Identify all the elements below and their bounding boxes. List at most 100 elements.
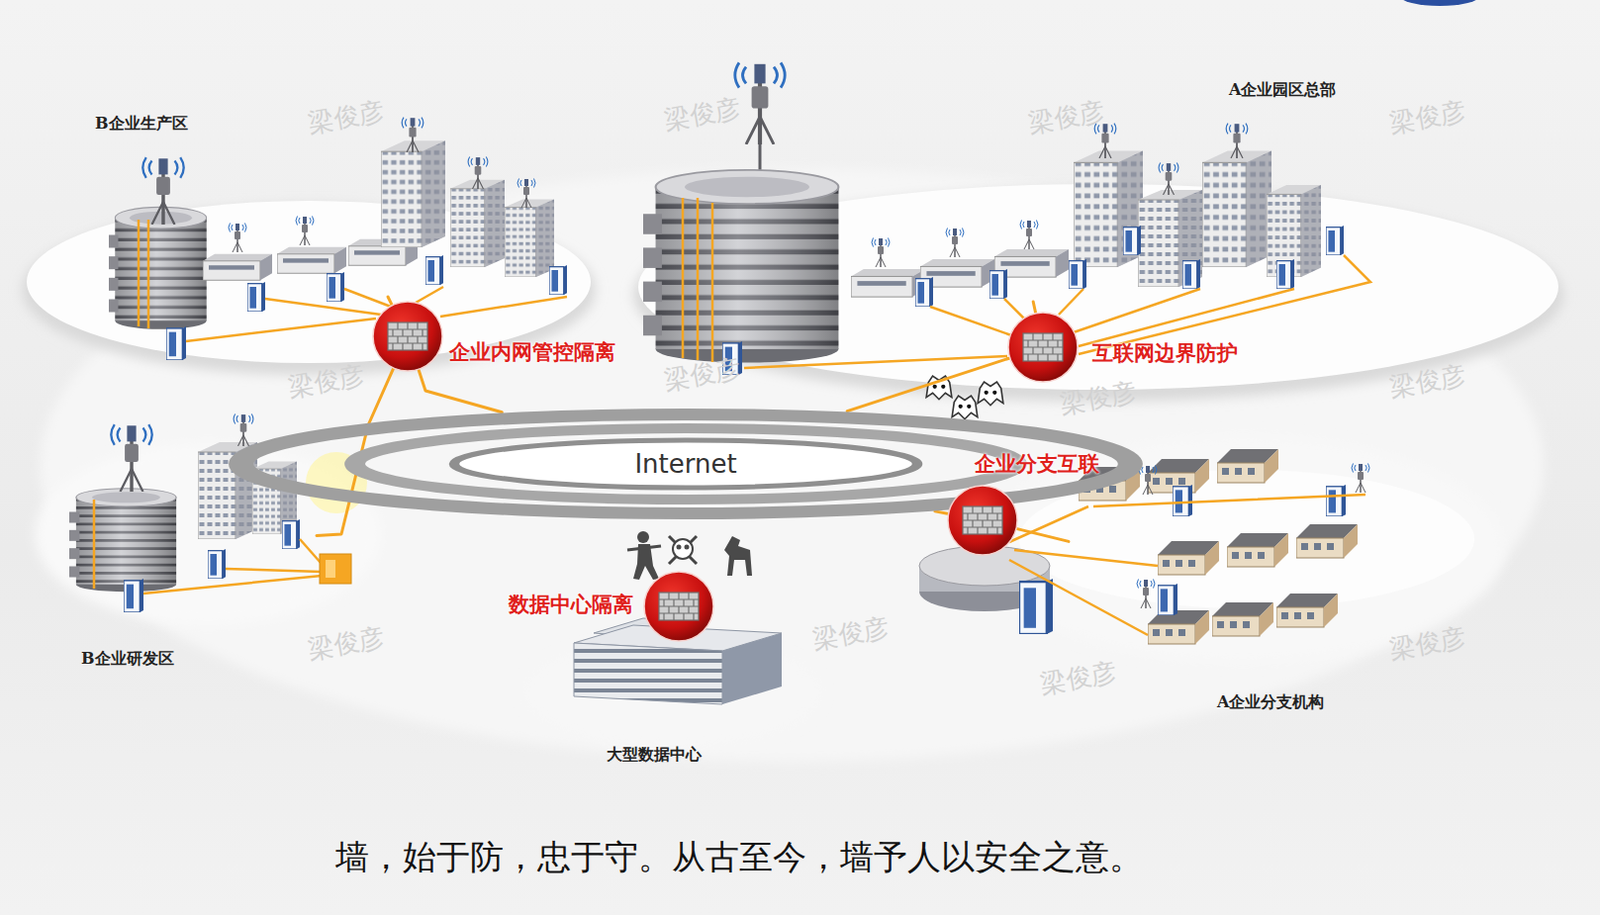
firewall-icon: [1007, 311, 1079, 383]
network-illustration-shape: [1138, 466, 1157, 496]
network-illustration-shape: [951, 395, 978, 420]
connector: [935, 511, 948, 514]
firewall-node: 数据中心隔离: [643, 570, 715, 643]
network-illustration-shape: [69, 488, 177, 593]
firewall-icon-shape: [658, 592, 699, 621]
network-illustration-shape: [319, 554, 352, 584]
firewall-node: 企业分支互联: [946, 484, 1019, 557]
network-illustration-shape: [930, 255, 1371, 355]
network-illustration-shape: [504, 199, 555, 278]
firewall-icon-shape: [658, 592, 699, 621]
network-illustration-shape: [425, 255, 444, 285]
firewall-node: 企业内网管控隔离: [372, 300, 444, 373]
network-illustration-shape: [1212, 602, 1274, 637]
firewall-icon-shape: [1023, 333, 1063, 362]
network-illustration-shape: [1073, 150, 1143, 268]
firewall-label: 互联网边界防护: [1092, 339, 1238, 368]
network-illustration-shape: [247, 282, 266, 312]
connector: [847, 358, 1010, 411]
region-area: B企业研发区: [61, 410, 317, 676]
network-illustration-shape: [277, 247, 347, 274]
firewall-icon-shape: [373, 301, 443, 372]
watermark: 梁俊彦: [1026, 94, 1108, 138]
watermark: 梁俊彦: [1387, 621, 1469, 664]
connector: [387, 296, 392, 305]
network-illustration-shape: [643, 170, 839, 364]
network-illustration-shape: [94, 499, 322, 594]
network-illustration-shape: [1325, 484, 1346, 517]
network-illustration-shape: [668, 536, 697, 565]
firewall-label: 数据中心隔离: [508, 590, 634, 619]
network-illustration-shape: [871, 238, 890, 269]
network-illustration-shape: [517, 179, 536, 209]
network-illustration-shape: [380, 140, 446, 248]
firewall-icon: [372, 300, 444, 373]
watermark: 梁俊彦: [661, 352, 744, 395]
network-illustration-shape: [228, 223, 247, 254]
network-illustration-shape: [142, 157, 184, 225]
watermark: 梁俊彦: [1057, 376, 1139, 419]
network-illustration-shape: [682, 197, 713, 363]
firewall-icon-shape: [947, 485, 1018, 556]
network-illustration-shape: [744, 356, 1008, 369]
network-illustration-shape: [1276, 593, 1338, 628]
watermark: 梁俊彦: [810, 611, 892, 655]
network-illustration-shape: [233, 414, 254, 447]
network-illustration-shape: [166, 326, 187, 361]
network-illustration-shape: [1157, 583, 1178, 616]
network-illustration-shape: [684, 545, 690, 551]
network-illustration-shape: [722, 633, 782, 705]
connector: [1017, 529, 1069, 543]
network-illustration-shape: [138, 219, 149, 329]
network-illustration-shape: [94, 499, 322, 594]
region-label: A企业分支机构: [1217, 691, 1324, 714]
network-illustration-shape: [110, 424, 152, 492]
network-illustration-shape: [977, 381, 1004, 406]
network-illustration-shape: [202, 254, 273, 281]
network-illustration-shape: [1202, 150, 1272, 268]
network-illustration-shape: [1123, 225, 1141, 256]
network-illustration-shape: [1158, 163, 1179, 195]
watermark: 梁俊彦: [305, 621, 387, 664]
region-label: A企业园区总部: [1228, 79, 1336, 101]
firewall-icon-shape: [387, 322, 428, 351]
network-illustration-shape: [401, 117, 424, 153]
network-illustration-shape: [1094, 123, 1117, 159]
network-illustration-shape: [1296, 524, 1358, 559]
network-illustration-shape: [1147, 610, 1210, 645]
network-illustration-shape: [945, 228, 964, 259]
network-illustration-shape: [1020, 220, 1038, 251]
watermark: 梁俊彦: [285, 359, 368, 402]
network-illustration-shape: [1351, 464, 1370, 494]
network-illustration-shape: [1157, 541, 1220, 575]
network-illustration-shape: [1400, 0, 1480, 6]
network-illustration-shape: [850, 269, 926, 297]
network-illustration-shape: [207, 549, 226, 579]
caption: 墙，始于防，忠于守。从古至今，墙予人以安全之意。: [0, 836, 1479, 878]
region-area: B企业生产区: [89, 110, 594, 297]
region-label: 大型数据中心: [606, 744, 702, 766]
network-illustration-shape: [39, 168, 1544, 762]
region-area: 大型数据中心: [564, 633, 782, 772]
firewall-node: 互联网边界防护: [1007, 311, 1079, 383]
network-illustration-shape: [1172, 484, 1193, 517]
network-illustration-shape: [1325, 225, 1344, 256]
network-illustration-shape: [1276, 259, 1295, 289]
firewall-icon-shape: [1023, 333, 1063, 362]
network-illustration-shape: [627, 531, 753, 580]
network-illustration-shape: [989, 269, 1008, 299]
network-illustration-shape: [627, 546, 661, 551]
network-illustration-shape: [1217, 449, 1279, 483]
network-illustration-shape: [672, 539, 693, 560]
firewall-icon: [643, 570, 715, 643]
network-illustration-shape: [573, 643, 723, 705]
network-illustration-shape: [325, 560, 336, 578]
network-illustration-shape: [676, 545, 682, 551]
network-illustration-shape: [123, 578, 144, 613]
network-illustration-shape: [1009, 494, 1366, 636]
firewall-icon-shape: [962, 506, 1003, 535]
watermark: 梁俊彦: [661, 92, 744, 135]
network-illustration-shape: [735, 62, 785, 145]
network-illustration-shape: [1009, 494, 1366, 636]
firewall-icon-shape: [387, 322, 428, 351]
